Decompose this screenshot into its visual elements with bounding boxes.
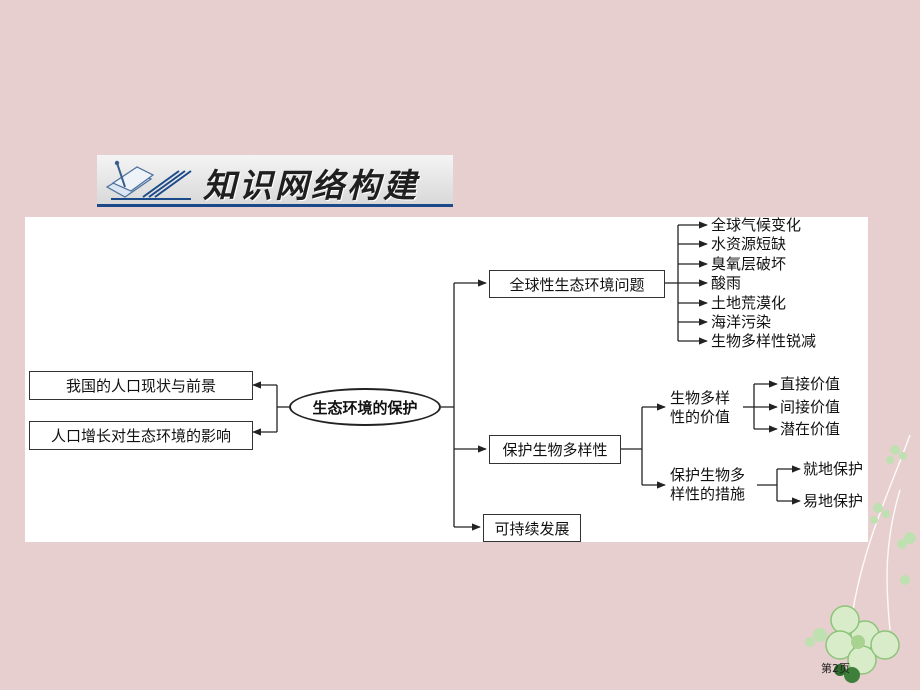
measure-item: 易地保护	[803, 492, 864, 510]
concept-map: 我国的人口现状与前景 人口增长对生态环境的影响 生态环境的保护 全球性生态环境问…	[25, 216, 868, 542]
value-item: 间接价值	[780, 398, 841, 416]
value-group-line1: 生物多样	[670, 389, 731, 407]
global-item: 水资源短缺	[711, 235, 787, 253]
section-banner: 知识网络构建	[97, 155, 453, 207]
connector-lines	[252, 221, 801, 531]
global-item: 生物多样性锐减	[711, 332, 817, 350]
left-box-population-status: 我国的人口现状与前景	[29, 371, 253, 400]
books-icon	[105, 160, 192, 200]
page-number: 第2页	[821, 662, 850, 675]
branch-box-biodiversity: 保护生物多样性	[489, 435, 621, 464]
global-item: 臭氧层破坏	[711, 255, 787, 273]
banner-title: 知识网络构建	[203, 166, 419, 205]
value-item: 直接价值	[780, 375, 841, 393]
branch-box-sustainable: 可持续发展	[483, 514, 581, 542]
center-topic-ellipse: 生态环境的保护	[289, 388, 441, 426]
measure-group-line1: 保护生物多	[670, 466, 746, 484]
global-item: 海洋污染	[711, 313, 772, 331]
measure-group-label: 保护生物多 样性的措施	[670, 466, 745, 504]
global-item: 全球气候变化	[711, 216, 802, 234]
value-item: 潜在价值	[780, 420, 841, 438]
measure-group-line2: 样性的措施	[670, 485, 746, 503]
global-item: 土地荒漠化	[711, 294, 787, 312]
branch-box-global-issues: 全球性生态环境问题	[489, 270, 665, 298]
value-group-line2: 性的价值	[670, 408, 731, 426]
value-group-label: 生物多样 性的价值	[670, 389, 730, 427]
flower-decoration-icon	[805, 434, 916, 683]
left-box-population-impact: 人口增长对生态环境的影响	[29, 421, 253, 450]
global-item: 酸雨	[711, 274, 742, 292]
measure-item: 就地保护	[803, 460, 864, 478]
